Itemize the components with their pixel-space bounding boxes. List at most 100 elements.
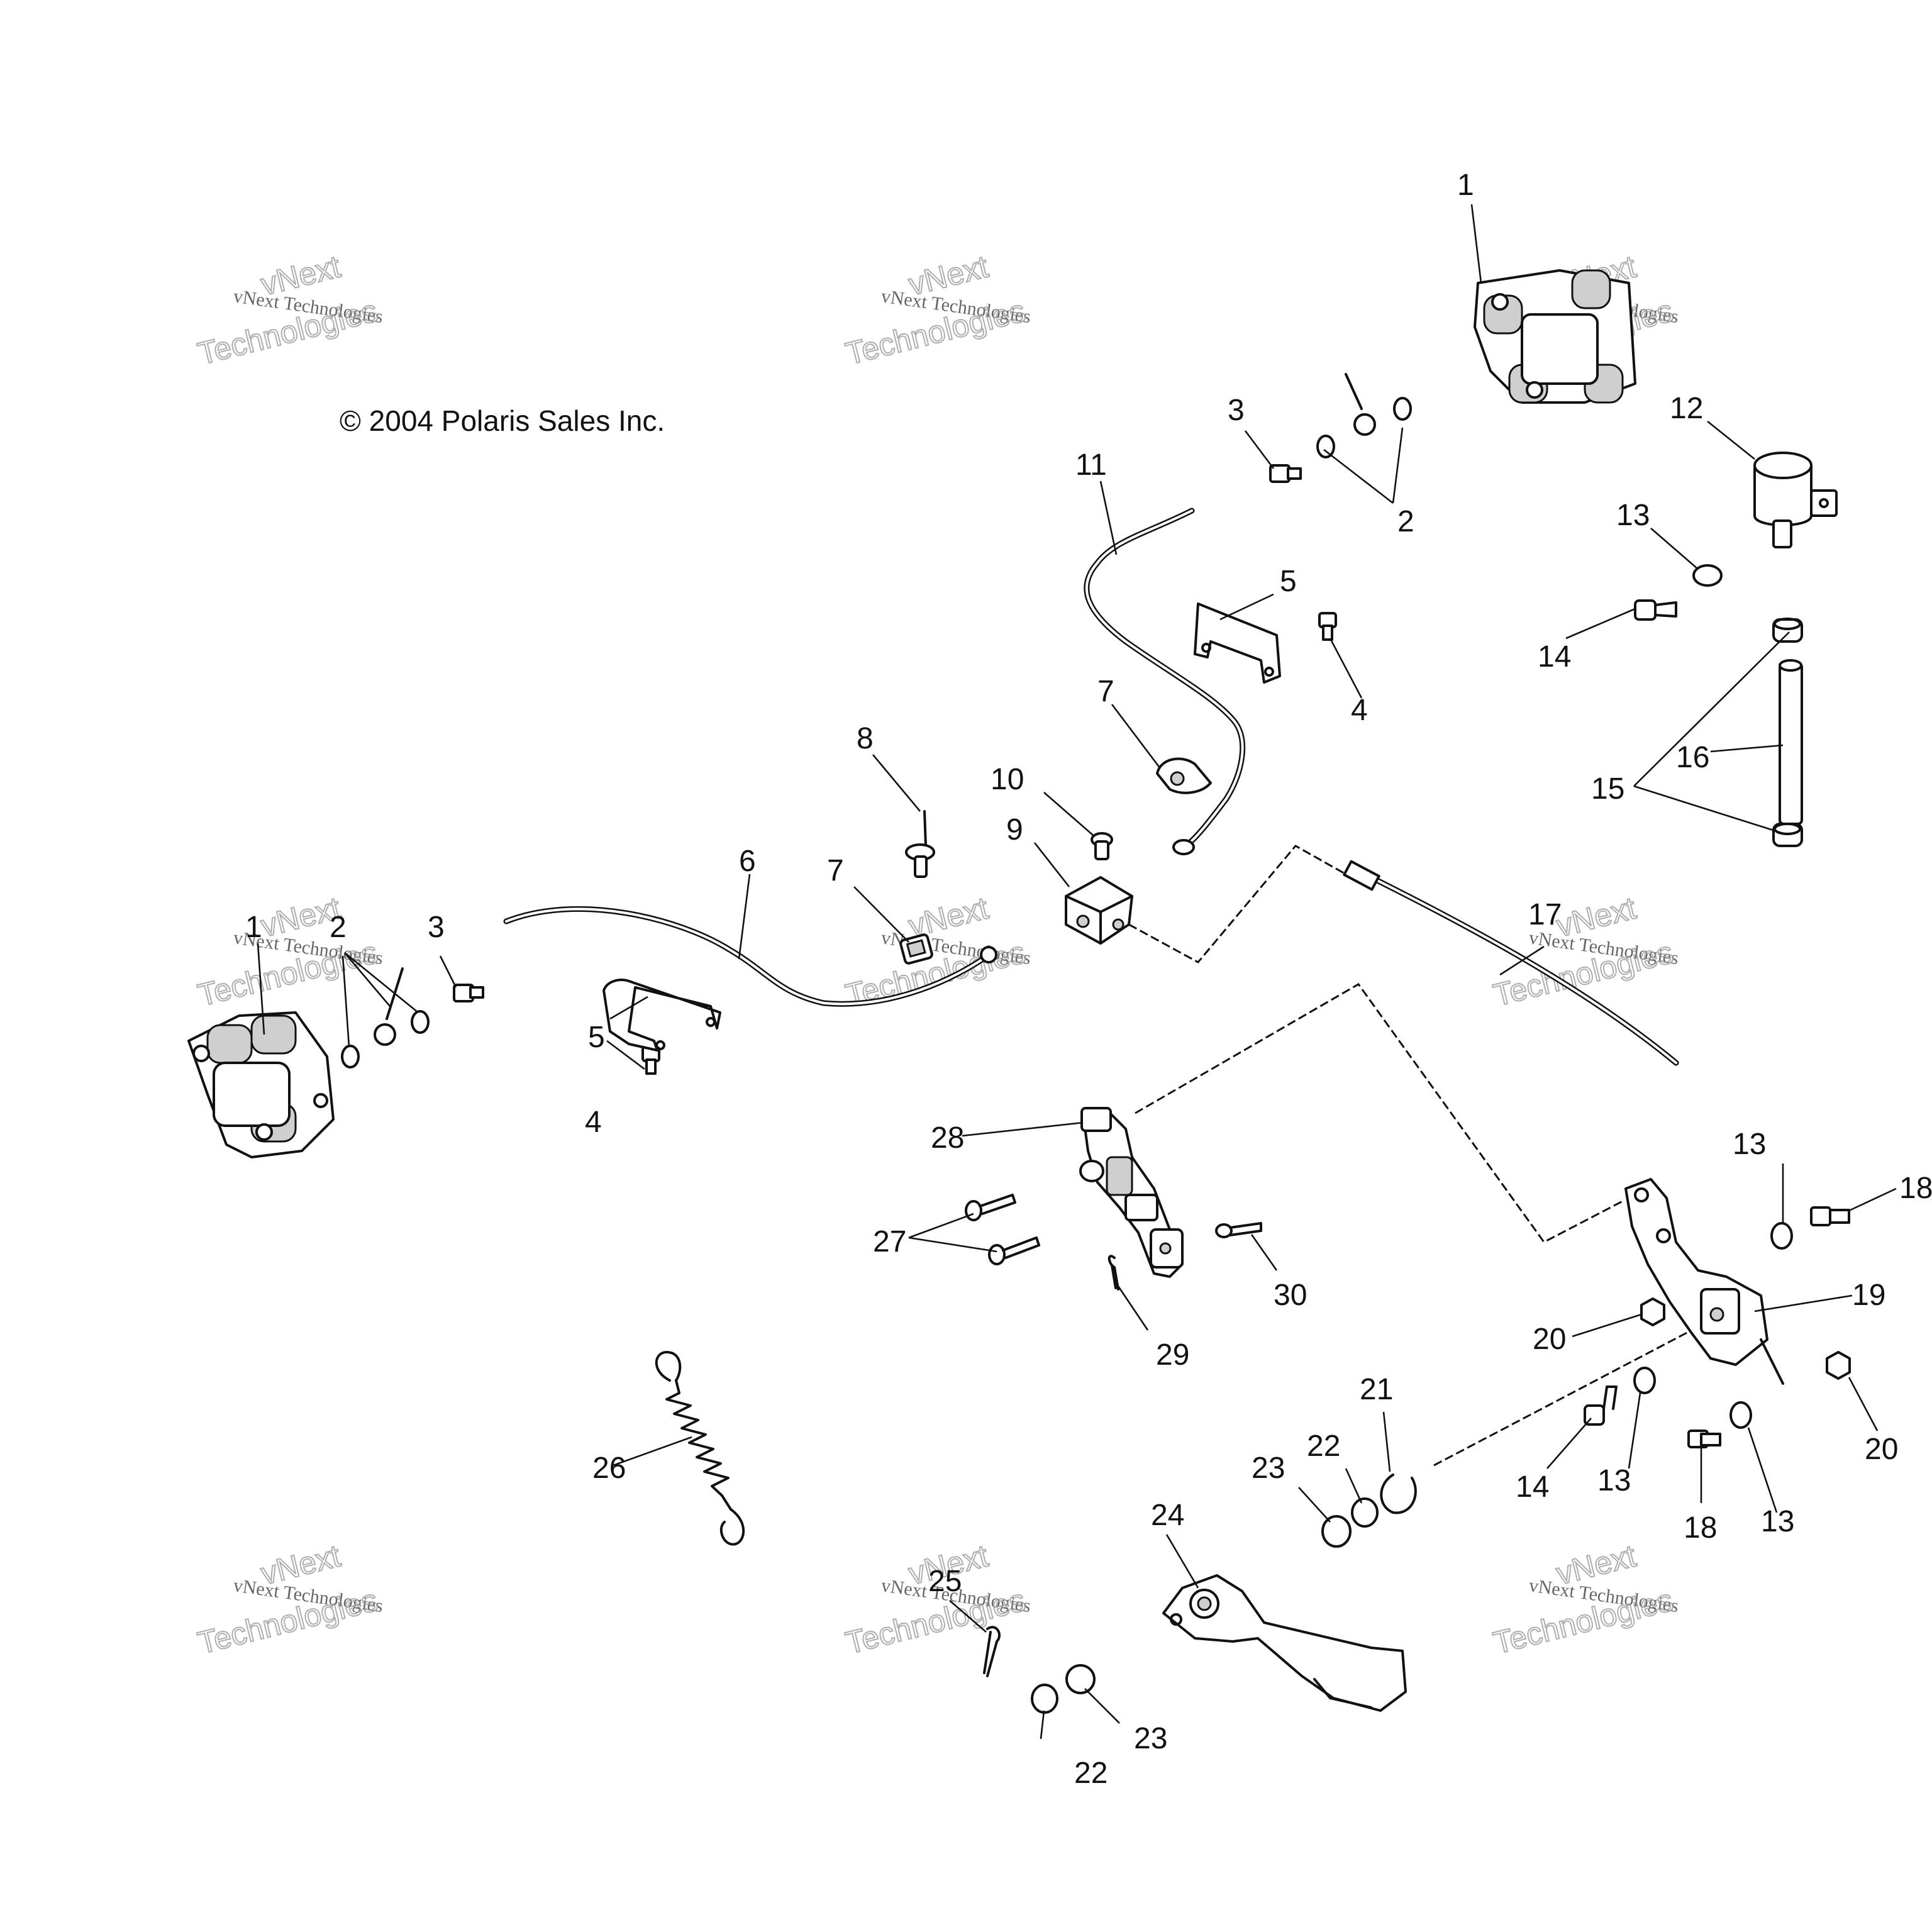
clevis-bolt-27-b bbox=[988, 1236, 1040, 1265]
callout-21: 21 bbox=[1360, 1373, 1393, 1406]
callout-1-top: 1 bbox=[1457, 169, 1474, 202]
callout-22-bottom: 22 bbox=[1074, 1757, 1108, 1790]
reservoir-12 bbox=[1753, 452, 1838, 548]
brake-line-11 bbox=[1084, 508, 1246, 855]
bracket-5-top bbox=[1194, 602, 1281, 684]
washer-2-left-b bbox=[411, 1010, 430, 1034]
watermark-bottom-left: vNext vNext Technologies Technologies bbox=[194, 1537, 384, 1661]
callout-3-top: 3 bbox=[1228, 394, 1245, 427]
nut-20-right bbox=[1826, 1351, 1851, 1380]
caliper-top-right bbox=[1474, 269, 1636, 404]
callout-1-left: 1 bbox=[245, 911, 262, 944]
callout-26: 26 bbox=[592, 1452, 626, 1485]
bolt-18-right bbox=[1810, 1206, 1850, 1226]
banjo-fitting-left bbox=[341, 967, 430, 1069]
callout-29: 29 bbox=[1156, 1338, 1189, 1372]
callout-16: 16 bbox=[1676, 741, 1709, 774]
master-cylinder-bracket-19 bbox=[1624, 1178, 1784, 1385]
assembly-line-9-17 bbox=[1128, 845, 1346, 963]
assembly-line-28-19 bbox=[1135, 983, 1623, 1243]
callout-14-bottom: 14 bbox=[1516, 1470, 1549, 1504]
callout-18-bottom: 18 bbox=[1684, 1511, 1717, 1545]
clamp-7-top bbox=[1156, 757, 1212, 794]
bushing-23-center bbox=[1321, 1515, 1352, 1548]
washer-13-bottom-b bbox=[1729, 1401, 1752, 1429]
callout-28: 28 bbox=[931, 1121, 964, 1155]
callout-13-bottom-a: 13 bbox=[1597, 1464, 1631, 1497]
washer-2-left-a bbox=[341, 1045, 360, 1069]
bracket-5-left bbox=[602, 979, 721, 1052]
watermark-mid-center: vNext vNext Technologies Technologies bbox=[841, 889, 1032, 1013]
callout-15: 15 bbox=[1591, 772, 1624, 806]
callout-labels: 1 1 2 2 3 3 4 4 5 5 6 7 7 8 9 10 11 12 1… bbox=[245, 169, 1932, 1790]
callout-14-top: 14 bbox=[1538, 640, 1571, 674]
watermark-top-left: vNext vNext Technologies Technologies bbox=[194, 248, 384, 372]
bolt-4-top bbox=[1318, 612, 1337, 641]
rivet-8 bbox=[905, 810, 935, 878]
callout-8: 8 bbox=[857, 722, 874, 755]
bushing-23-bottom bbox=[1065, 1664, 1096, 1694]
washer-2-top-b bbox=[1393, 397, 1412, 421]
callout-23-bottom: 23 bbox=[1134, 1722, 1167, 1755]
callout-20-right: 20 bbox=[1865, 1433, 1898, 1466]
callout-25: 25 bbox=[928, 1565, 962, 1598]
callout-19: 19 bbox=[1852, 1279, 1885, 1312]
washer-13-top bbox=[1692, 564, 1723, 587]
hose-16 bbox=[1779, 659, 1803, 825]
callout-4-left: 4 bbox=[585, 1106, 602, 1139]
callout-20-left: 20 bbox=[1533, 1323, 1566, 1356]
callout-30: 30 bbox=[1274, 1279, 1307, 1312]
callout-6: 6 bbox=[739, 845, 756, 878]
callout-13-right: 13 bbox=[1733, 1128, 1766, 1161]
callout-24: 24 bbox=[1151, 1499, 1184, 1532]
callout-5-left: 5 bbox=[588, 1021, 605, 1054]
callout-2-left: 2 bbox=[330, 911, 347, 944]
callout-18-right: 18 bbox=[1899, 1172, 1932, 1205]
clevis-pin-30 bbox=[1215, 1222, 1262, 1238]
brake-line-11-fitting bbox=[1172, 839, 1195, 855]
brake-line-6-fitting bbox=[980, 946, 997, 963]
callout-10: 10 bbox=[991, 763, 1024, 796]
cotter-pin-25 bbox=[983, 1626, 1001, 1677]
clevis-bolt-27-a bbox=[965, 1194, 1016, 1221]
junction-block-9 bbox=[1065, 876, 1133, 945]
callout-4-top: 4 bbox=[1351, 694, 1368, 727]
washer-13-right bbox=[1770, 1222, 1793, 1250]
watermark-bottom-center: vNext vNext Technologies Technologies bbox=[841, 1537, 1032, 1661]
master-cylinder-28 bbox=[1079, 1107, 1184, 1278]
washer-22-bottom bbox=[1031, 1684, 1058, 1714]
hose-clamp-15-bottom bbox=[1772, 823, 1803, 847]
callout-13-top: 13 bbox=[1616, 499, 1650, 532]
cotter-pin-29 bbox=[1108, 1255, 1119, 1291]
brake-cable-17-end bbox=[1343, 860, 1380, 891]
callout-23-center: 23 bbox=[1252, 1452, 1285, 1485]
callout-5-top: 5 bbox=[1280, 565, 1297, 598]
watermark-bottom-right: vNext vNext Technologies Technologies bbox=[1489, 1537, 1680, 1661]
washer-22-center bbox=[1351, 1497, 1379, 1528]
callout-22-center: 22 bbox=[1307, 1430, 1340, 1463]
leader-lines bbox=[257, 204, 1897, 1740]
return-spring-26 bbox=[655, 1351, 745, 1546]
brake-pedal-24 bbox=[1162, 1574, 1407, 1712]
copyright-notice: © 2004 Polaris Sales Inc. bbox=[340, 404, 665, 437]
callout-11: 11 bbox=[1075, 448, 1107, 482]
callout-17: 17 bbox=[1528, 898, 1562, 931]
watermark-top-center: vNext vNext Technologies Technologies bbox=[841, 248, 1032, 372]
screw-14-top bbox=[1634, 599, 1677, 621]
callout-27: 27 bbox=[873, 1225, 906, 1258]
callout-9: 9 bbox=[1006, 813, 1023, 847]
watermark-mid-left: vNext vNext Technologies Technologies bbox=[194, 889, 384, 1013]
hose-clamp-15-top bbox=[1772, 618, 1803, 643]
callout-13-bottom-b: 13 bbox=[1761, 1505, 1794, 1538]
caliper-left bbox=[187, 1011, 335, 1158]
bolt-18-bottom bbox=[1687, 1430, 1721, 1448]
brake-line-6 bbox=[503, 906, 997, 1007]
callout-12: 12 bbox=[1670, 392, 1703, 425]
screw-10 bbox=[1091, 832, 1113, 860]
banjo-fitting-top bbox=[1316, 373, 1412, 458]
washer-2-top-a bbox=[1316, 435, 1335, 458]
callout-3-left: 3 bbox=[428, 911, 445, 944]
clamp-7-left bbox=[899, 933, 933, 965]
bolt-3-top bbox=[1269, 464, 1302, 483]
